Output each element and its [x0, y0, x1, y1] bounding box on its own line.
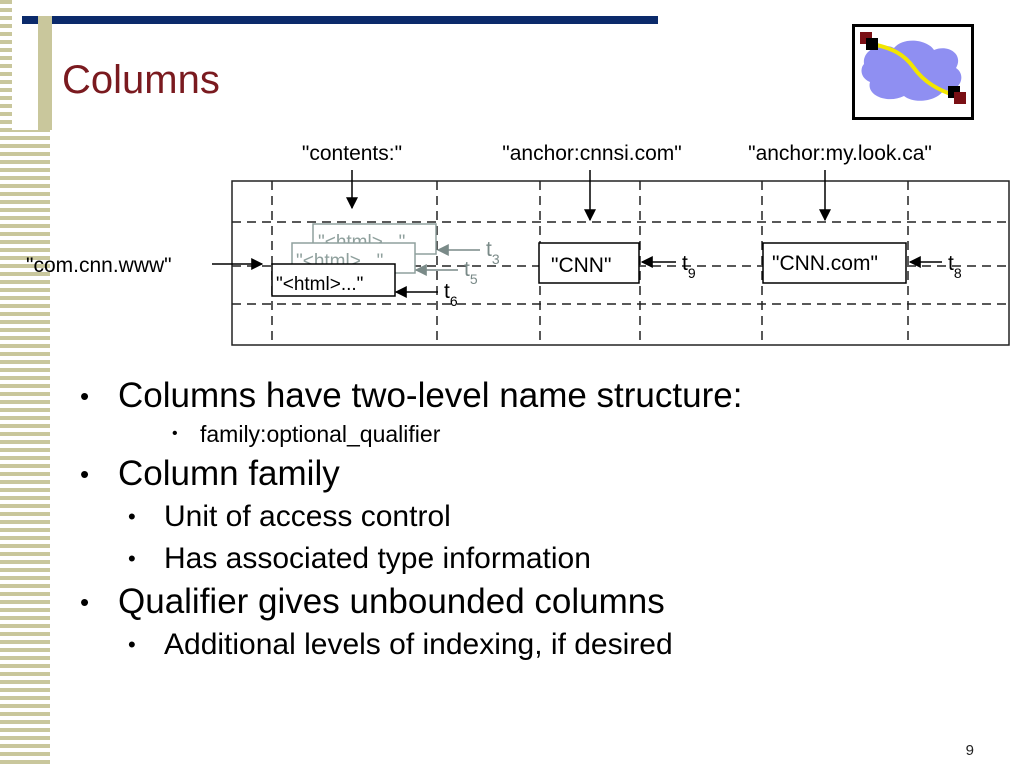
column-key-contents: "contents:" — [302, 142, 402, 165]
timestamp-t8: t8 — [948, 252, 962, 281]
timestamp-t9: t9 — [682, 252, 696, 281]
timestamp-t3: t3 — [486, 238, 500, 267]
bullet-item: Columns have two-level name structure: — [80, 376, 980, 416]
cell-cnn-com — [762, 242, 907, 284]
timestamp-t6: t6 — [444, 280, 458, 309]
table-frame — [231, 180, 1010, 346]
bigtable-diagram: "contents:" "anchor:cnnsi.com" "anchor:m… — [26, 142, 1010, 346]
row-key: "com.cnn.www" — [26, 254, 172, 277]
page-number: 9 — [965, 742, 974, 759]
bullet-item: Qualifier gives unbounded columns — [80, 582, 980, 622]
bullet-item: family:optional_qualifier — [80, 420, 980, 448]
timestamp-t5: t5 — [464, 258, 478, 287]
network-cloud-icon — [852, 24, 974, 120]
bullet-item: Additional levels of indexing, if desire… — [80, 626, 980, 664]
title-bar — [22, 16, 658, 24]
bullet-list: Columns have two-level name structure: f… — [80, 376, 980, 668]
cell-text-t6: "<html>..." — [276, 274, 363, 295]
title-accent-box — [38, 16, 52, 130]
bullet-item: Unit of access control — [80, 498, 980, 536]
slide-title: Columns — [62, 58, 220, 102]
decorative-stripes — [0, 0, 50, 768]
column-key-anchor-cnnsi: "anchor:cnnsi.com" — [502, 142, 681, 165]
cell-cnn — [538, 242, 640, 284]
column-key-anchor-mylook: "anchor:my.look.ca" — [748, 142, 932, 165]
cell-version-t6 — [271, 263, 396, 297]
cell-cnn-com-text: "CNN.com" — [772, 252, 878, 275]
cell-cnn-text: "CNN" — [551, 254, 611, 277]
bullet-item: Column family — [80, 454, 980, 494]
bullet-item: Has associated type information — [80, 540, 980, 578]
